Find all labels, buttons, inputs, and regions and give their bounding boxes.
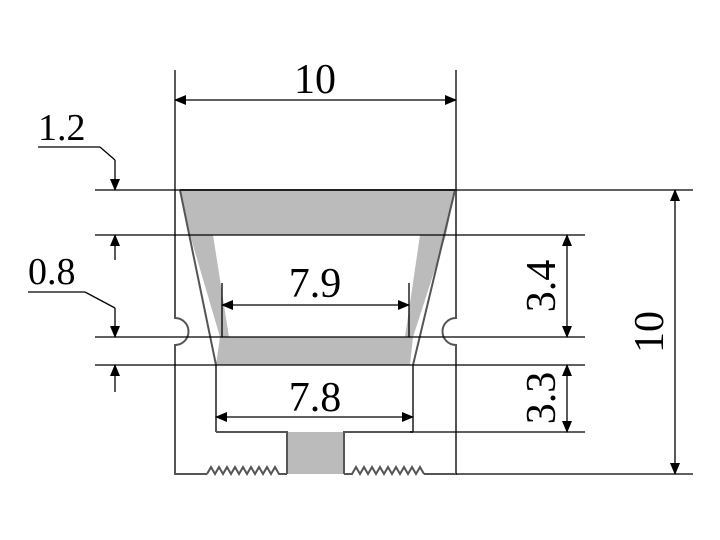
channel-floor: [216, 431, 413, 474]
label-top-width: 10: [294, 57, 336, 103]
extension-lines: [95, 70, 693, 475]
stem-fill: [287, 432, 344, 474]
label-upper-height: 3.4: [519, 260, 565, 313]
outer-left-contour: [174, 190, 207, 475]
right-wall-fill: [405, 235, 446, 337]
label-lower-inner-width: 7.8: [289, 375, 342, 421]
left-wall-fill: [190, 235, 229, 337]
dimension-labels: 10 1.2 0.8 7.9 7.8 3.4 3.3 10: [28, 57, 673, 424]
outer-right-contour: [424, 190, 457, 475]
label-lower-height: 3.3: [519, 372, 565, 425]
top-cover-fill: [180, 190, 455, 235]
middle-diffuser-fill: [216, 337, 413, 365]
label-upper-inner-width: 7.9: [289, 261, 342, 307]
bottom-serration-left: [206, 464, 287, 477]
bottom-serration-right: [344, 464, 425, 477]
dimension-lines: [28, 95, 680, 475]
diffuser-fill: [180, 190, 455, 474]
label-mid-wall: 0.8: [28, 251, 76, 293]
label-total-height: 10: [627, 311, 673, 353]
label-wall-top: 1.2: [38, 107, 86, 149]
